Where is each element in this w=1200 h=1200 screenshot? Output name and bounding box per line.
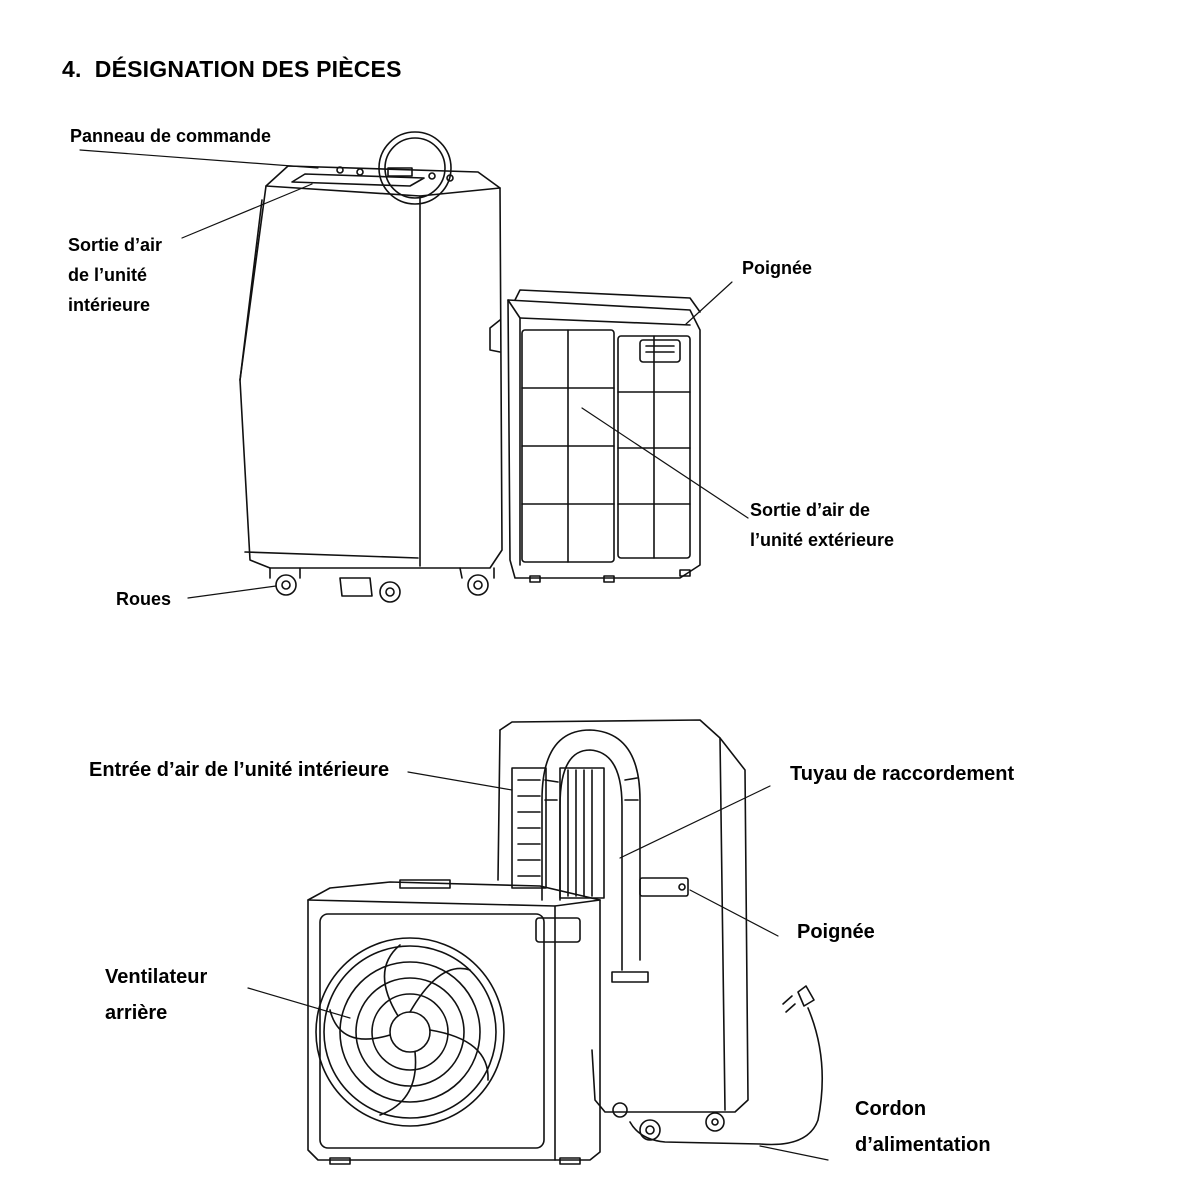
label-outdoor-air-outlet: Sortie d’air de l’unité extérieure [750, 500, 895, 550]
label-control-panel: Panneau de commande [70, 126, 272, 146]
label-connecting-hose: Tuyau de raccordement [790, 763, 1015, 785]
label-power-cord: Cordon d’alimentation [855, 1098, 991, 1156]
leader-lines [80, 150, 828, 1160]
section-title: 4. DÉSIGNATION DES PIÈCES [62, 56, 402, 83]
indoor-unit-rear-view [498, 720, 822, 1145]
label-handle-top: Poignée [742, 258, 813, 278]
section-number: 4. [62, 56, 82, 82]
bottom-unit-illustration [308, 720, 822, 1164]
outdoor-unit-front-view [508, 290, 700, 582]
label-wheels: Roues [116, 589, 172, 609]
label-indoor-air-inlet: Entrée d’air de l’unité intérieure [89, 759, 390, 781]
top-unit-illustration [240, 132, 700, 602]
label-rear-fan: Ventilateur arrière [105, 966, 208, 1024]
section-title-text: DÉSIGNATION DES PIÈCES [94, 56, 402, 82]
label-handle-bottom: Poignée [797, 921, 875, 943]
indoor-unit-front-view [240, 132, 502, 602]
label-indoor-air-outlet: Sortie d’air de l’unité intérieure [68, 235, 163, 315]
outdoor-unit-rear-view [308, 880, 600, 1164]
